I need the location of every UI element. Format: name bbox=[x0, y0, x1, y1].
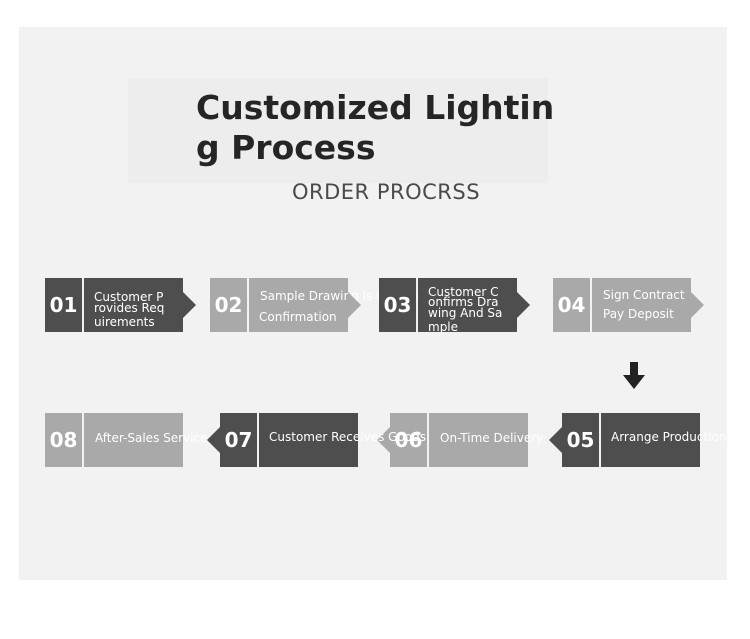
arrow-down-icon bbox=[623, 362, 645, 389]
arrow-right-icon bbox=[517, 292, 530, 318]
arrow-left-icon bbox=[207, 427, 220, 453]
step-label: On-Time Delivery bbox=[429, 413, 543, 467]
step-07: 07 Customer Receives Goods bbox=[207, 413, 426, 467]
page-subtitle: ORDER PROCRSS bbox=[292, 180, 481, 204]
step-label: After-Sales Service bbox=[84, 413, 207, 467]
step-02: 02 Sample Drawing Is Created Confirmatio… bbox=[210, 278, 424, 332]
step-number: 03 bbox=[379, 278, 416, 332]
step-label: Customer P rovides Req uirements bbox=[84, 278, 183, 332]
step-06: 06 On-Time Delivery bbox=[377, 413, 543, 467]
arrow-left-icon bbox=[377, 427, 390, 453]
arrow-right-icon bbox=[348, 292, 361, 318]
step-number: 06 bbox=[390, 413, 427, 467]
arrow-right-icon bbox=[183, 292, 196, 318]
step-03: 03 Customer C onfirms Dra wing And Sa mp… bbox=[379, 278, 531, 334]
step-05: 05 Arrange Production bbox=[549, 413, 726, 467]
step-number: 04 bbox=[553, 278, 590, 332]
page-title: Customized Lighting Process bbox=[196, 88, 555, 167]
step-01: 01 Customer P rovides Req uirements bbox=[45, 278, 197, 332]
step-label: Sign Contract Pay Deposit bbox=[592, 278, 691, 332]
step-number: 07 bbox=[220, 413, 257, 467]
step-label: Arrange Production bbox=[601, 413, 726, 467]
step-number: 08 bbox=[45, 413, 82, 467]
step-04: 04 Sign Contract Pay Deposit bbox=[553, 278, 705, 332]
step-08: 08 After-Sales Service bbox=[45, 413, 207, 467]
step-number: 02 bbox=[210, 278, 247, 332]
step-label: Customer Receives Goods bbox=[259, 413, 426, 467]
faded-background-image bbox=[128, 78, 548, 183]
arrow-right-icon bbox=[691, 292, 704, 318]
step-label: Sample Drawing Is Created Confirmation bbox=[249, 278, 424, 332]
arrow-left-icon bbox=[549, 427, 562, 453]
step-label: Customer C onfirms Dra wing And Sa mple bbox=[418, 278, 517, 334]
step-number: 05 bbox=[562, 413, 599, 467]
step-number: 01 bbox=[45, 278, 82, 332]
